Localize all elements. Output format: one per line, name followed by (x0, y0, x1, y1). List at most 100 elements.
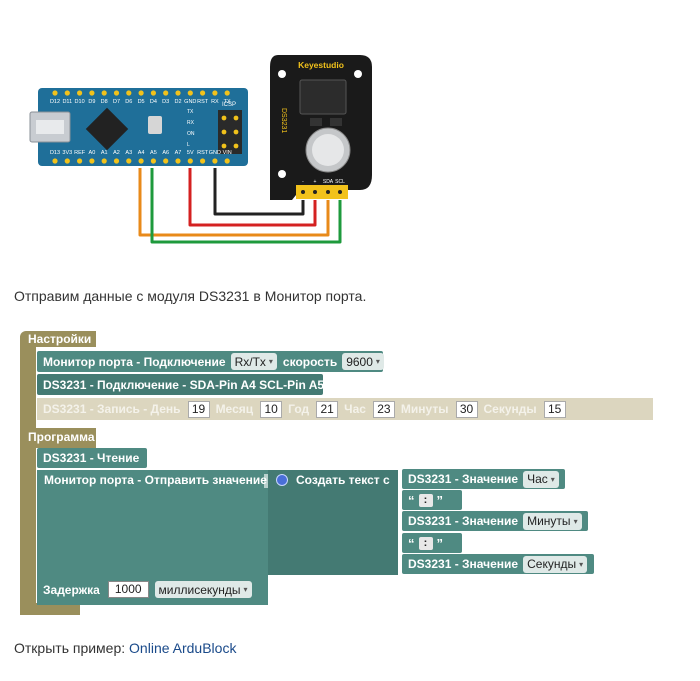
minutes-dropdown[interactable]: Минуты▾ (523, 512, 582, 530)
board-pin-label: RST (197, 150, 209, 156)
board-pin-label: A0 (89, 150, 96, 156)
board-pin-label: GND (209, 150, 221, 156)
board-side-label: TX (187, 109, 194, 115)
hour-label: Час (344, 402, 366, 416)
board-pin-top (138, 90, 144, 96)
board-pin-label: 3V3 (62, 150, 72, 156)
board-pin-label: REF (74, 150, 86, 156)
module-pin-label: + (314, 179, 317, 185)
month-field[interactable]: 10 (260, 400, 283, 418)
ds3231-write-label: DS3231 - Запись - День (43, 402, 181, 416)
wire-red (188, 168, 317, 227)
ds3231-read-block[interactable]: DS3231 - Чтение (37, 448, 147, 468)
ds3231-value-label: DS3231 - Значение (408, 557, 519, 571)
board-pin-top (52, 90, 58, 96)
board-pin-label: D12 (50, 99, 60, 105)
delay-unit-dropdown[interactable]: миллисекунды▾ (154, 581, 252, 598)
board-pin-top (89, 90, 95, 96)
ds3231-value-label: DS3231 - Значение (408, 472, 519, 486)
board-pin-label: D6 (125, 99, 132, 105)
board-pin-bottom (113, 158, 120, 164)
minutes-field[interactable]: 30 (455, 400, 478, 418)
delay-block[interactable]: Задержка 1000 миллисекунды▾ (37, 576, 268, 603)
ds3231-connect-block[interactable]: DS3231 - Подключение - SDA-Pin A4 SCL-Pi… (37, 374, 324, 395)
svg-text:ICSP: ICSP (222, 102, 236, 108)
board-pin-bottom (52, 158, 58, 164)
speed-dropdown[interactable]: 9600▾ (342, 353, 384, 370)
ds3231-value-label: DS3231 - Значение (408, 514, 519, 528)
month-label: Месяц (215, 402, 254, 416)
board-pin-top (224, 90, 230, 96)
board-pin-top (163, 90, 169, 96)
hour-dropdown[interactable]: Час▾ (523, 470, 559, 488)
online-ardublock-link[interactable]: Online ArduBlock (129, 640, 237, 656)
board-pin-label: D9 (88, 99, 95, 105)
board-pin-label: D8 (101, 99, 108, 105)
board-pin-label: RX (211, 99, 219, 105)
svg-text:Keyestudio: Keyestudio (298, 60, 344, 70)
board-pin-top (175, 90, 181, 96)
serial-port-dropdown[interactable]: Rx/Tx▾ (230, 353, 277, 370)
program-label: Программа (28, 430, 95, 444)
board-pin-top (200, 90, 206, 96)
board-pin-bottom (64, 158, 70, 164)
open-example-label: Открыть пример: (14, 640, 126, 656)
board-pin-top (150, 90, 156, 96)
board-pin-label: A2 (113, 150, 120, 156)
seconds-dropdown[interactable]: Секунды▾ (523, 555, 588, 573)
board-pin-bottom (138, 158, 144, 164)
speed-label: скорость (282, 354, 338, 369)
delay-label: Задержка (43, 582, 100, 597)
board-pin-label: D7 (113, 99, 120, 105)
seconds-field[interactable]: 15 (543, 400, 566, 418)
module-pin-label: - (302, 179, 304, 185)
setup-block-frame[interactable] (20, 331, 96, 347)
ds3231-value-minutes[interactable]: DS3231 - Значение Минуты▾ (402, 511, 588, 531)
board-pin-bottom (101, 158, 107, 164)
board-pin-top (126, 90, 132, 96)
board-side-label: RX (187, 120, 195, 126)
board-pin-label: D4 (150, 99, 157, 105)
text-colon-block-2[interactable]: “ : ” (402, 533, 462, 553)
hour-field[interactable]: 23 (372, 400, 395, 418)
year-field[interactable]: 21 (316, 400, 339, 418)
board-pin-bottom (150, 158, 156, 164)
board-pin-bottom (187, 158, 193, 164)
module-pin-label: SCL (335, 179, 345, 185)
board-pin-label: A5 (150, 150, 157, 156)
svg-text:DS3231: DS3231 (280, 108, 287, 133)
board-pin-top (77, 90, 83, 96)
colon-field-2[interactable]: : (418, 536, 433, 550)
board-pin-label: 5V (187, 150, 194, 156)
board-pin-label: A7 (175, 150, 182, 156)
board-pin-top (187, 90, 193, 96)
ds3231-write-block[interactable]: DS3231 - Запись - День 19 Месяц 10 Год 2… (37, 398, 653, 420)
board-pin-label: GND (184, 99, 196, 105)
seconds-label: Секунды (483, 402, 537, 416)
delay-value-field[interactable]: 1000 (107, 581, 149, 598)
text-colon-block-1[interactable]: “ : ” (402, 490, 462, 510)
board-pin-top (101, 90, 107, 96)
minutes-label: Минуты (400, 402, 449, 416)
board-pin-bottom (163, 158, 169, 164)
board-pin-bottom (126, 158, 132, 164)
board-pin-top (64, 90, 70, 96)
board-pin-label: TX (224, 99, 231, 105)
serial-connect-block[interactable]: Монитор порта - Подключение Rx/Tx▾ скоро… (37, 351, 384, 372)
board-pin-bottom (77, 158, 83, 164)
board-pin-bottom (175, 158, 181, 164)
board-pin-bottom (224, 158, 230, 164)
ds3231-value-hour[interactable]: DS3231 - Значение Час▾ (402, 469, 565, 489)
board-side-label: ON (187, 131, 195, 137)
serial-connect-label: Монитор порта - Подключение (43, 354, 226, 369)
day-field[interactable]: 19 (187, 400, 210, 418)
create-text-block[interactable] (268, 470, 398, 575)
board-pin-label: D3 (162, 99, 169, 105)
board-pin-label: D5 (138, 99, 145, 105)
ds3231-value-seconds[interactable]: DS3231 - Значение Секунды▾ (402, 554, 594, 574)
board-pin-label: A4 (138, 150, 145, 156)
board-pin-top (212, 90, 218, 96)
board-pin-label: A6 (162, 150, 169, 156)
colon-field-1[interactable]: : (418, 493, 433, 507)
